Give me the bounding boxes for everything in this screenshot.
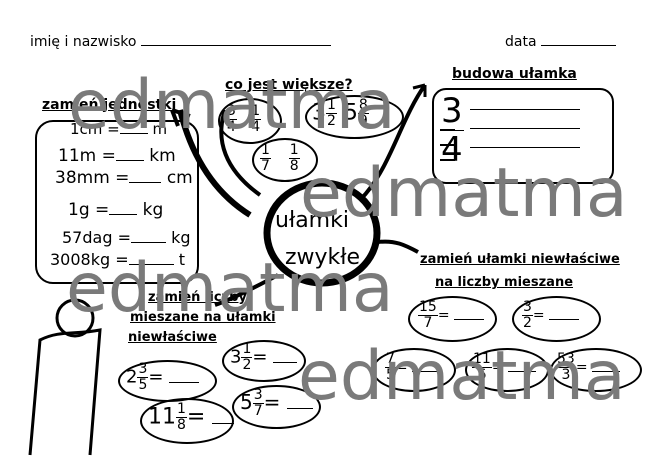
units-item: 38mm = cm (55, 168, 193, 188)
improper-item (408, 296, 497, 342)
improper-item (550, 348, 642, 392)
mixed-item (140, 398, 234, 444)
date-field[interactable]: data (505, 34, 616, 50)
units-item: 3008kg = t (50, 250, 186, 269)
watermark: edmatma (300, 154, 628, 233)
improper-title-2: na liczby mieszane (435, 275, 574, 290)
units-item: 57dag = kg (62, 228, 191, 247)
compare-pair (252, 138, 318, 182)
improper-item (372, 348, 456, 392)
units-item: 1cm = m (70, 120, 168, 138)
watermark: edmatma (298, 337, 626, 416)
units-item: 11m = km (58, 146, 176, 166)
structure-answer-lines[interactable] (470, 98, 580, 152)
units-title: zamień jednostki (42, 97, 177, 113)
structure-box (432, 88, 614, 184)
center-line1: ułamki (275, 208, 349, 233)
watermark: edmatma (68, 66, 396, 145)
units-box (35, 120, 199, 284)
name-label: imię i nazwisko (30, 34, 137, 50)
mixed-title-3: niewłaściwe (128, 330, 217, 345)
mixed-item (222, 340, 306, 382)
mixed-title-1: zamień liczby (148, 290, 247, 305)
name-field[interactable]: imię i nazwisko (30, 34, 331, 50)
compare-pair (218, 98, 282, 144)
compare-title: co jest większe? (225, 77, 353, 93)
improper-title-1: zamień ułamki niewłaściwe (420, 252, 620, 267)
compare-pair (305, 95, 404, 139)
improper-item (465, 348, 549, 392)
units-item: 1g = kg (68, 200, 164, 220)
center-line2: zwykłe (285, 245, 361, 270)
watermark: edmatma (66, 249, 394, 328)
structure-title: budowa ułamka (452, 66, 577, 82)
date-label: data (505, 34, 537, 50)
improper-item (512, 296, 601, 342)
mixed-title-2: mieszane na ułamki (130, 310, 276, 325)
mixed-item (232, 385, 321, 429)
